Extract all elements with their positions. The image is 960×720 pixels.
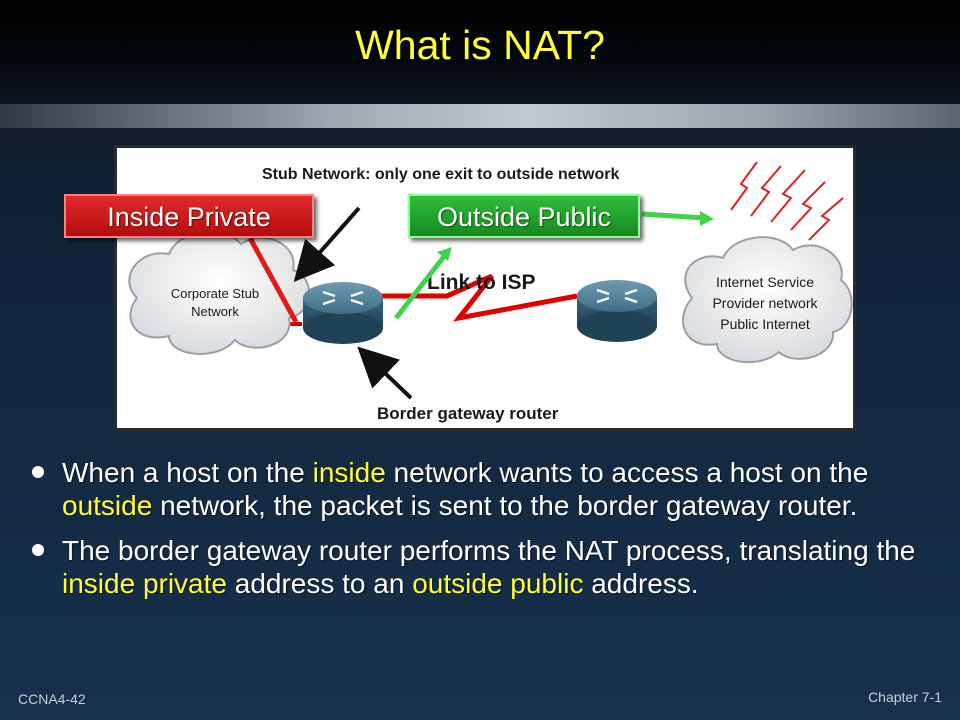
isp-router-icon: [577, 280, 657, 342]
isp-cloud-line-2: Provider network: [712, 295, 818, 311]
link-to-isp-label: Link to ISP: [427, 271, 536, 294]
diagram-header: Stub Network: only one exit to outside n…: [262, 166, 619, 183]
footer-chapter: Chapter 7-1: [868, 689, 942, 705]
bullet-fragment: The border gateway router performs the N…: [62, 535, 916, 566]
outside-pointer-line: [641, 211, 705, 221]
isp-cloud-line-1: Internet Service: [716, 274, 814, 290]
slide-title: What is NAT?: [355, 22, 605, 68]
outside-connector-arrowhead: [437, 247, 452, 261]
bullet-item: When a host on the inside network wants …: [28, 456, 938, 522]
corporate-cloud-line-1: Corporate Stub: [171, 286, 259, 301]
isp-cloud: Internet Service Provider network Public…: [681, 236, 853, 364]
highlight-inside-private: inside private: [62, 568, 227, 599]
bullet-fragment: network wants to access a host on the: [385, 457, 869, 488]
network-diagram: Stub Network: only one exit to outside n…: [114, 145, 856, 431]
bullet-list: When a host on the inside network wants …: [28, 456, 938, 612]
inside-connector-line: [247, 236, 299, 324]
bullet-text: The border gateway router performs the N…: [62, 535, 915, 599]
title-band: [0, 0, 960, 104]
router-pointer-arrow: [357, 346, 413, 400]
border-gateway-router-icon: [303, 282, 383, 344]
corporate-cloud-line-2: Network: [191, 304, 239, 319]
bullet-dot-icon: [32, 466, 44, 478]
outside-pointer-arrowhead: [700, 211, 714, 226]
highlight-inside: inside: [312, 457, 386, 488]
bullet-item: The border gateway router performs the N…: [28, 534, 938, 600]
title-divider-bar: [0, 104, 960, 128]
bullet-text: When a host on the inside network wants …: [62, 457, 868, 521]
bullet-fragment: address.: [583, 568, 699, 599]
isp-cloud-line-3: Public Internet: [720, 316, 810, 332]
outside-public-callout: Outside Public: [408, 194, 640, 238]
highlight-outside-public: outside public: [412, 568, 584, 599]
bullet-dot-icon: [32, 544, 44, 556]
bullet-fragment: When a host on the: [62, 457, 313, 488]
footer-course-code: CCNA4-42: [18, 691, 86, 707]
border-gateway-router-label: Border gateway router: [377, 404, 559, 423]
bullet-fragment: address to an: [226, 568, 413, 599]
inside-private-callout: Inside Private: [64, 194, 314, 238]
outside-connector-line: [394, 252, 448, 320]
highlight-outside: outside: [62, 490, 153, 521]
stub-exit-arrow: [293, 206, 361, 282]
bullet-fragment: network, the packet is sent to the borde…: [152, 490, 858, 521]
internet-lightning-icon: [730, 161, 844, 241]
